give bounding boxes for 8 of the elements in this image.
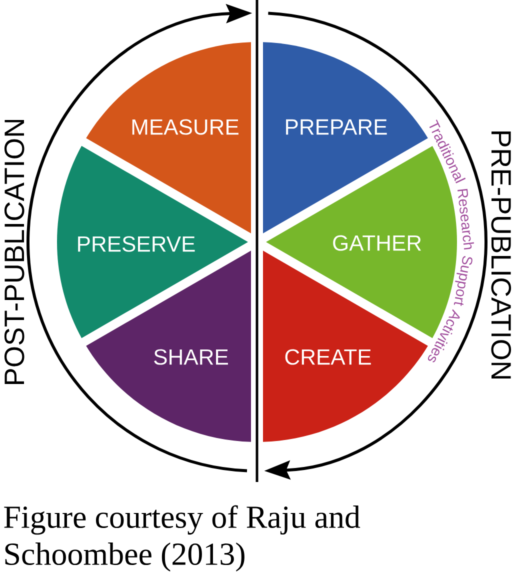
side-label: POST-PUBLICATION [4,120,24,384]
wheel-segment: PRESERVE [57,146,248,338]
wheel-segment: MEASURE [86,42,251,234]
wheel-segment: PREPARE [263,42,428,234]
wheel-segment: CREATE [263,250,428,442]
side-label: PRE-PUBLICATION [491,132,512,378]
caption: Figure courtesy of Raju and Schoombee (2013) [4,505,360,572]
wheel-segment: SHARE [86,250,251,442]
